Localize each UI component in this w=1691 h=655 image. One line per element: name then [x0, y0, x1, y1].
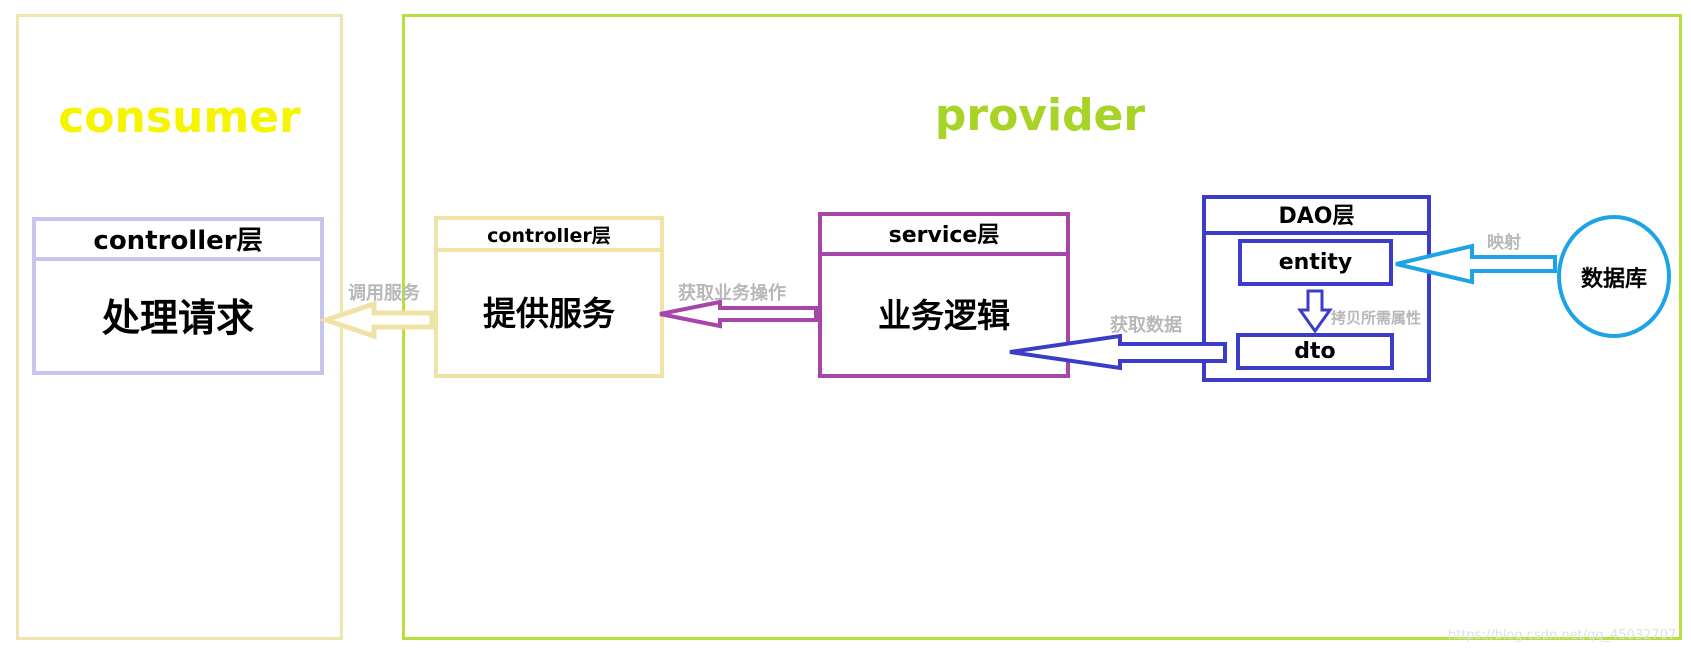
provider-controller-body: 提供服务	[483, 294, 615, 333]
consumer-controller-body: 处理请求	[101, 295, 254, 340]
provider-controller-box: controller层 提供服务	[434, 216, 664, 378]
dao-header: DAO层	[1206, 199, 1427, 235]
dto-box: dto	[1236, 333, 1394, 370]
consumer-controller-header: controller层	[36, 221, 320, 261]
watermark: https://blog.csdn.net/qq_45032707	[1448, 628, 1677, 643]
get-business-operation-label: 获取业务操作	[678, 283, 786, 304]
service-header: service层	[822, 216, 1066, 256]
copy-attributes-arrow	[1297, 289, 1333, 334]
mapping-label: 映射	[1487, 233, 1521, 253]
get-business-operation-arrow	[659, 299, 818, 329]
get-data-arrow	[1009, 333, 1227, 371]
provider-controller-header: controller层	[438, 220, 660, 252]
entity-box: entity	[1238, 239, 1393, 286]
copy-attributes-label: 拷贝所需属性	[1331, 309, 1422, 327]
get-data-label: 获取数据	[1110, 315, 1182, 336]
consumer-controller-box: controller层 处理请求	[32, 217, 324, 375]
invoke-service-arrow	[318, 300, 435, 340]
invoke-service-label: 调用服务	[348, 283, 420, 304]
provider-title: provider	[934, 90, 1146, 141]
mapping-arrow	[1395, 243, 1557, 285]
consumer-title: consumer	[58, 92, 301, 143]
database-circle: 数据库	[1557, 215, 1671, 338]
service-body: 业务逻辑	[878, 296, 1010, 335]
